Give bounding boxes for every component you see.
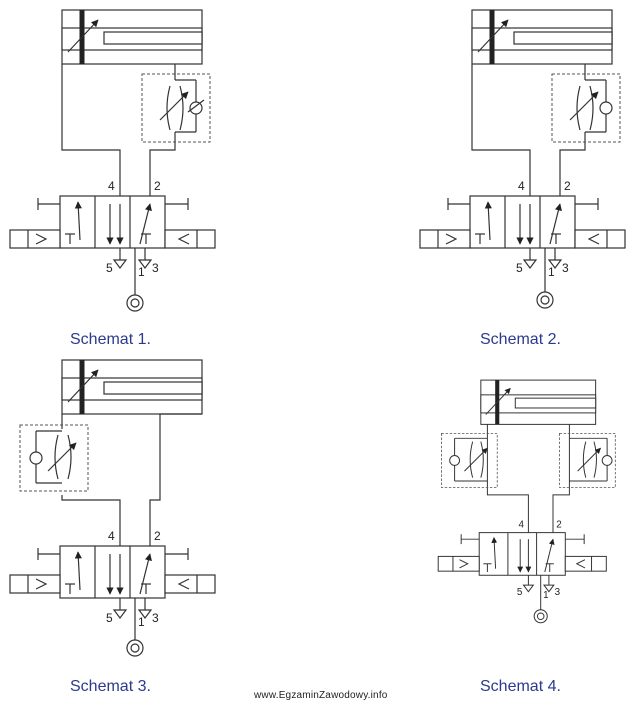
valve-5-2 <box>469 195 576 249</box>
port-4-label: 4 <box>519 520 525 531</box>
port-5-label: 5 <box>517 587 523 598</box>
solenoid-right <box>164 229 216 249</box>
port-4-label: 4 <box>108 529 115 543</box>
throttle-check-valve <box>141 73 211 143</box>
schematic-1: 4 2 5 1 3 <box>9 9 216 312</box>
port-1-label: 1 <box>548 265 555 279</box>
port-2-label: 2 <box>556 520 561 531</box>
port-5-label: 5 <box>106 261 113 275</box>
port-1-label: 1 <box>138 615 145 629</box>
port-4-label: 4 <box>518 179 525 193</box>
port-3-label: 3 <box>562 261 569 275</box>
schematic-3: 4 2 5 1 3 <box>9 359 216 657</box>
port-5-label: 5 <box>106 611 113 625</box>
port-2-label: 2 <box>154 179 161 193</box>
throttle-check-valve-right <box>559 432 616 488</box>
schematic-4: 4 2 5 1 3 <box>437 379 616 624</box>
port-3-label: 3 <box>555 587 561 598</box>
port-4-label: 4 <box>108 179 115 193</box>
throttle-check-valve <box>19 424 89 492</box>
port-1-label: 1 <box>543 590 548 601</box>
throttle-check-valve <box>551 73 621 143</box>
piston-rod <box>513 31 613 45</box>
piston-rod <box>514 397 597 409</box>
schematic-2: 4 2 5 1 3 <box>419 9 626 309</box>
port-3-label: 3 <box>152 261 159 275</box>
port-2-label: 2 <box>154 529 161 543</box>
port-2-label: 2 <box>564 179 571 193</box>
solenoid-left <box>9 229 61 249</box>
piston-rod <box>103 31 203 45</box>
valve-5-2 <box>59 545 166 599</box>
caption-schemat-3: Schemat 3. <box>70 678 151 695</box>
caption-schemat-4: Schemat 4. <box>480 678 561 695</box>
watermark: www.EgzaminZawodowy.info <box>254 690 388 701</box>
caption-schemat-1: Schemat 1. <box>70 331 151 348</box>
port-1-label: 1 <box>138 265 145 279</box>
valve-5-2 <box>478 532 566 576</box>
valve-5-2 <box>59 195 166 249</box>
port-3-label: 3 <box>152 611 159 625</box>
port-5-label: 5 <box>516 261 523 275</box>
caption-schemat-2: Schemat 2. <box>480 331 561 348</box>
piston-rod <box>103 381 203 395</box>
